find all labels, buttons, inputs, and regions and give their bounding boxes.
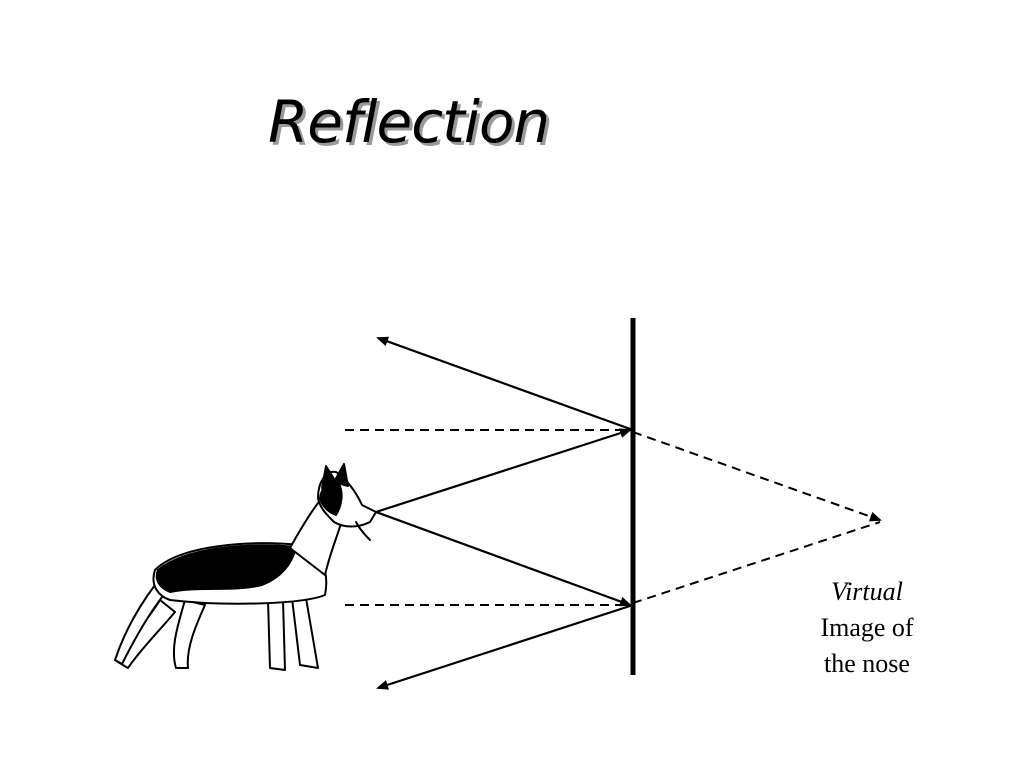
slide-title: Reflection	[268, 88, 550, 156]
incident-ray-upper	[375, 428, 632, 514]
incident-ray-lower	[375, 510, 632, 607]
virtual-ray-upper	[632, 431, 882, 522]
virtual-ray-lower	[632, 521, 881, 604]
caption-virtual: Virtual	[831, 577, 903, 606]
virtual-image-caption: Virtual Image of the nose	[800, 574, 934, 682]
reflected-ray-upper	[376, 336, 634, 432]
caption-image-of: Image of	[820, 613, 914, 642]
dog-illustration	[114, 463, 377, 671]
caption-the-nose: the nose	[824, 649, 910, 678]
reflected-ray-lower	[376, 603, 634, 690]
